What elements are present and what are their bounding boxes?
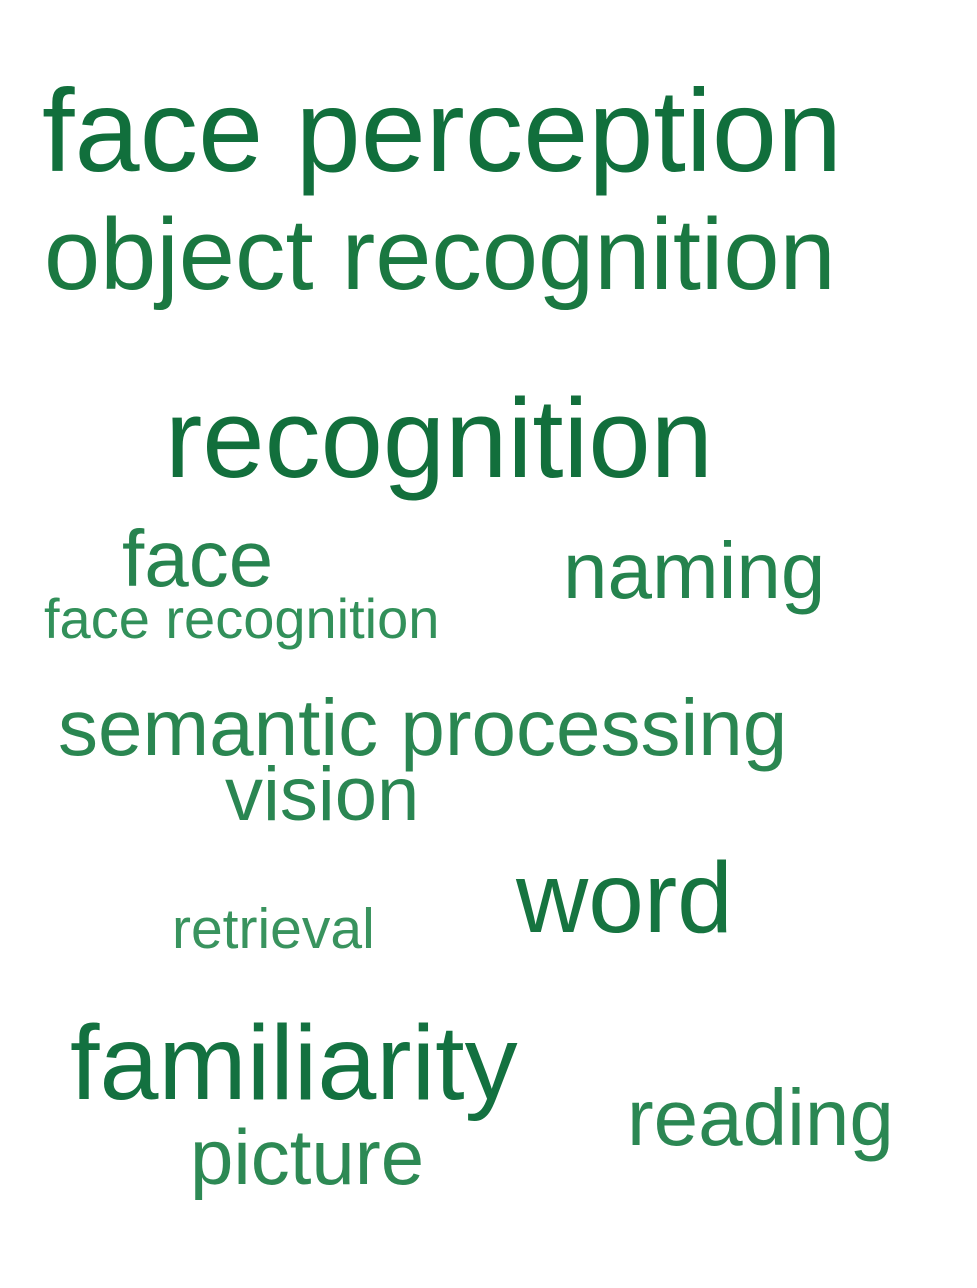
word-word: word [516, 842, 733, 954]
word-vision: vision [225, 752, 420, 837]
word-face: face [122, 514, 274, 603]
word-face-recognition: face recognition [44, 587, 440, 650]
word-semantic-processing: semantic processing [58, 683, 788, 772]
word-object-recognition: object recognition [44, 199, 836, 311]
word-naming: naming [563, 526, 826, 615]
word-face-perception: face perception [42, 65, 843, 196]
word-reading: reading [627, 1073, 894, 1162]
word-familiarity: familiarity [70, 1004, 518, 1122]
word-retrieval: retrieval [172, 897, 375, 961]
word-picture: picture [190, 1113, 425, 1201]
word-recognition: recognition [165, 376, 713, 501]
